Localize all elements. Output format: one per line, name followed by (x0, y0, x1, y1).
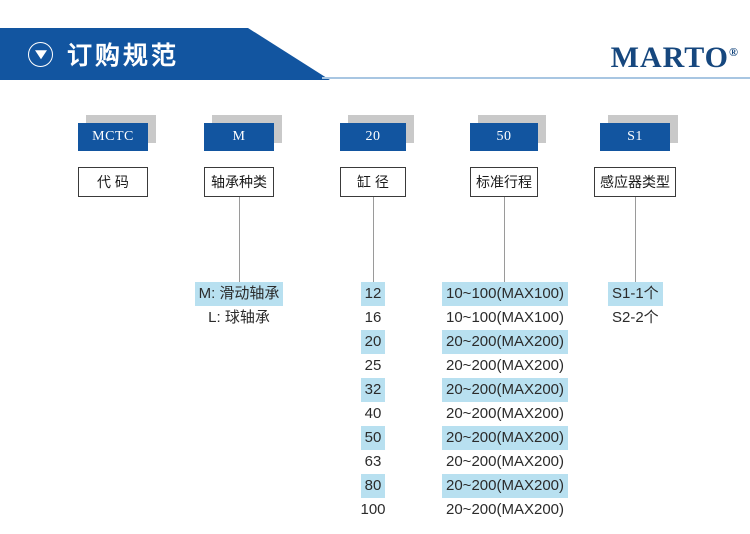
header-title-group: 订购规范 (28, 28, 179, 80)
sensor-chip-wrap: S1 (600, 108, 678, 152)
bearing-chip: M (204, 123, 274, 151)
option-item: 50 (340, 426, 406, 450)
connector-line-bearing (238, 197, 240, 282)
column-bore: 20 缸 径 12 16 20 25 32 40 50 63 80 100 (340, 108, 414, 522)
connector-line-sensor (634, 197, 636, 282)
option-item: 20~200(MAX200) (446, 501, 564, 518)
sensor-chip: S1 (600, 123, 670, 151)
options-bearing-type: M: 滑动轴承 L: 球轴承 (188, 282, 290, 330)
option-item: 10~100(MAX100) (446, 309, 564, 326)
option-item: M: 滑动轴承 (188, 282, 290, 306)
code-chip-wrap: MCTC (78, 108, 156, 152)
option-item: S2-2个 (612, 309, 659, 326)
option-item: 63 (364, 453, 382, 470)
option-item: 20~200(MAX200) (442, 474, 568, 498)
column-bearing-type: M 轴承种类 M: 滑动轴承 L: 球轴承 (194, 108, 284, 330)
header-divider-rule (322, 77, 750, 79)
bore-chip-wrap: 20 (340, 108, 414, 152)
option-item: 100 (360, 501, 386, 518)
label-box-stroke: 标准行程 (470, 167, 538, 197)
page-header: 订购规范 MARTO® (0, 28, 750, 80)
code-chip: MCTC (78, 123, 148, 151)
stroke-chip: 50 (470, 123, 538, 151)
option-item: L: 球轴承 (208, 309, 270, 326)
option-item: 20~200(MAX200) (442, 330, 568, 354)
option-item: 12 (340, 282, 406, 306)
option-item: 10~100(MAX100) (442, 282, 568, 306)
options-sensor-type: S1-1个 S2-2个 (608, 282, 674, 330)
option-item: 32 (340, 378, 406, 402)
options-stroke: 10~100(MAX100) 10~100(MAX100) 20~200(MAX… (442, 282, 568, 522)
option-item: 25 (364, 357, 382, 374)
connector-line-stroke (503, 197, 505, 282)
brand-logo: MARTO® (611, 34, 738, 76)
registered-trademark-icon: ® (729, 45, 738, 59)
option-item: 40 (364, 405, 382, 422)
bore-chip: 20 (340, 123, 406, 151)
column-stroke: 50 标准行程 10~100(MAX100) 10~100(MAX100) 20… (442, 108, 568, 522)
label-box-code: 代 码 (78, 167, 148, 197)
option-item: S1-1个 (608, 282, 674, 306)
option-item: 80 (340, 474, 406, 498)
bearing-chip-wrap: M (204, 108, 282, 152)
connector-line-bore (372, 197, 374, 282)
column-code: MCTC 代 码 (78, 108, 156, 197)
label-box-sensor-type: 感应器类型 (594, 167, 676, 197)
label-box-bearing-type: 轴承种类 (204, 167, 274, 197)
page-title: 订购规范 (67, 42, 180, 70)
brand-logo-text: MARTO (610, 41, 730, 74)
triangle-down-icon (28, 41, 53, 67)
option-item: 20~200(MAX200) (446, 405, 564, 422)
options-bore: 12 16 20 25 32 40 50 63 80 100 (340, 282, 406, 522)
option-item: 20~200(MAX200) (442, 426, 568, 450)
option-item: 20 (340, 330, 406, 354)
column-sensor-type: S1 感应器类型 S1-1个 S2-2个 (594, 108, 678, 330)
option-item: 20~200(MAX200) (446, 357, 564, 374)
option-item: 20~200(MAX200) (442, 378, 568, 402)
label-box-bore: 缸 径 (340, 167, 406, 197)
option-item: 20~200(MAX200) (446, 453, 564, 470)
ordering-code-diagram: MCTC 代 码 M 轴承种类 M: 滑动轴承 L: 球轴承 20 缸 径 12… (0, 108, 750, 528)
stroke-chip-wrap: 50 (470, 108, 546, 152)
option-item: 16 (364, 309, 382, 326)
